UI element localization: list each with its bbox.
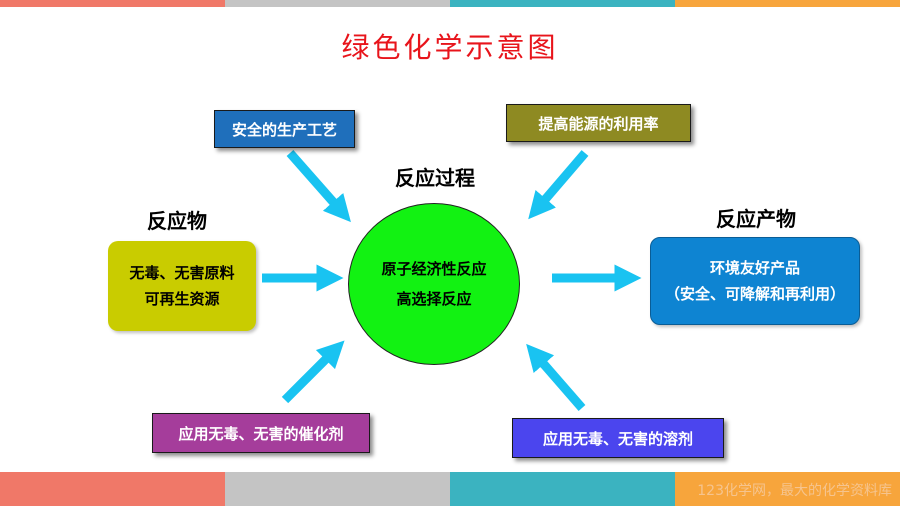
box-safe-process: 安全的生产工艺: [214, 110, 355, 148]
reactant-line-1: 无毒、无害原料: [129, 264, 235, 282]
box-catalyst-label: 应用无毒、无害的催化剂: [178, 424, 344, 443]
bottom-bar-gray: [225, 472, 450, 506]
heading-products: 反应产物: [716, 207, 796, 231]
arrow-solvent: [526, 343, 586, 411]
bottom-bar-teal: [450, 472, 675, 506]
box-solvent-label: 应用无毒、无害的溶剂: [542, 429, 693, 448]
heading-reactants: 反应物: [147, 209, 207, 233]
arrow-safe-process: [286, 150, 351, 223]
top-bar-teal: [450, 0, 675, 7]
center-line-2: 高选择反应: [396, 290, 472, 308]
center-reaction-circle: 原子经济性反应 高选择反应: [348, 203, 520, 365]
top-bar-orange: [675, 0, 900, 7]
diagram-title: 绿色化学示意图: [341, 31, 559, 64]
product-line-2: （安全、可降解和再利用）: [664, 285, 845, 303]
heading-process: 反应过程: [395, 166, 475, 190]
arrow-energy: [528, 150, 589, 220]
box-energy-efficiency-label: 提高能源的利用率: [538, 114, 659, 133]
reactant-box: 无毒、无害原料 可再生资源: [108, 241, 256, 331]
product-box: 环境友好产品 （安全、可降解和再利用）: [650, 237, 860, 325]
center-line-1: 原子经济性反应: [381, 260, 487, 278]
reactant-line-2: 可再生资源: [144, 290, 220, 308]
bottom-bar-coral: [0, 472, 225, 506]
top-bar-gray: [225, 0, 450, 7]
box-energy-efficiency: 提高能源的利用率: [506, 104, 691, 142]
bottom-bar-orange: [675, 472, 900, 506]
box-catalyst: 应用无毒、无害的催化剂: [152, 413, 370, 453]
box-solvent: 应用无毒、无害的溶剂: [512, 418, 724, 458]
box-safe-process-label: 安全的生产工艺: [231, 120, 337, 139]
product-line-1: 环境友好产品: [709, 259, 800, 277]
top-bar-coral: [0, 0, 225, 7]
watermark-text: 123化学网，最大的化学资料库: [697, 483, 892, 499]
arrow-catalyst: [281, 340, 345, 404]
